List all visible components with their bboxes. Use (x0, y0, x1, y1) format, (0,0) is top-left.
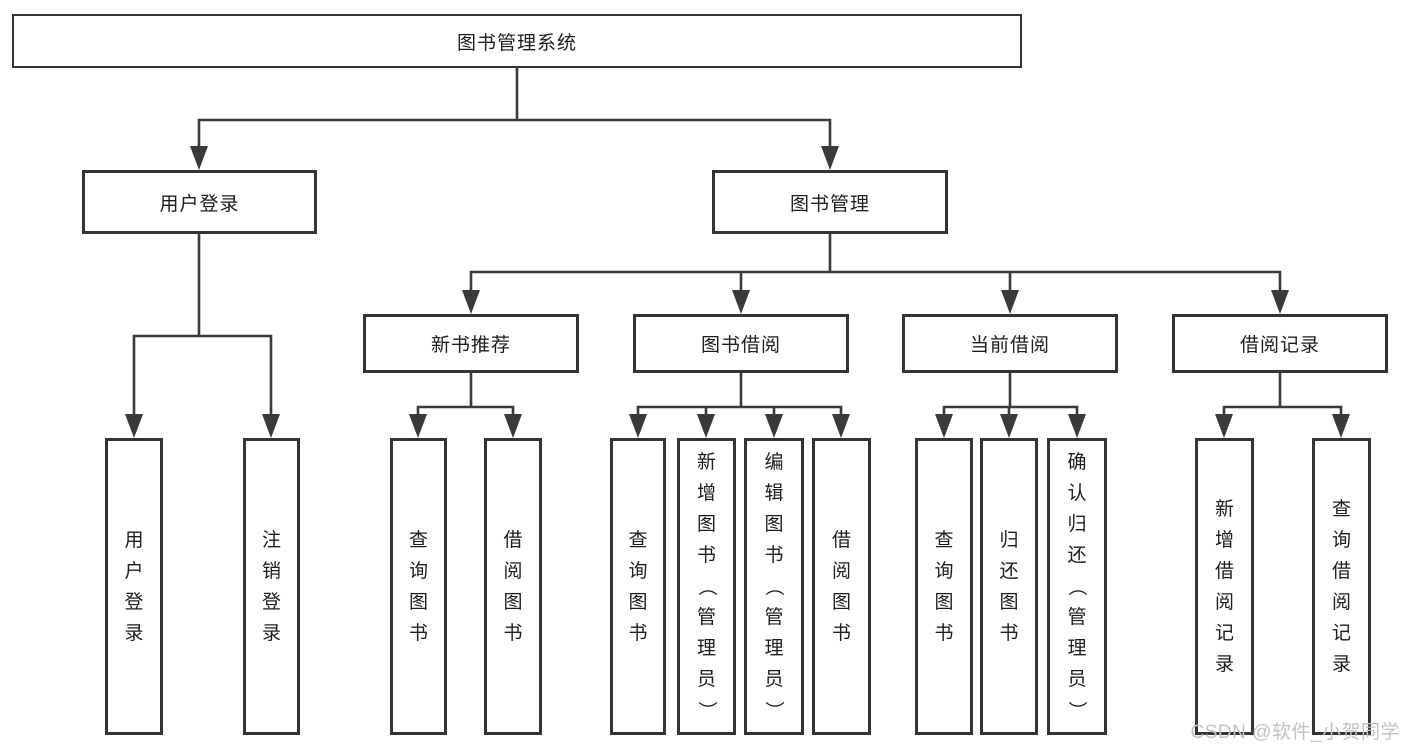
connector-book-borrow-branch (636, 371, 843, 424)
node-label: 查询图书 (408, 529, 428, 644)
node-root-system: 图书管理系统 (12, 14, 1022, 68)
node-borrow-record: 借阅记录 (1172, 314, 1388, 373)
node-current-borrow: 当前借阅 (902, 314, 1118, 373)
connector-new-book-branch (416, 371, 515, 424)
node-label: 确认归还（管理员） (1066, 452, 1088, 721)
leaf-user-login: 用户登录 (105, 438, 163, 735)
node-label: 用户登录 (124, 529, 144, 644)
node-label: 查询图书 (628, 529, 648, 644)
node-label: 图书管理系统 (456, 32, 577, 54)
node-label: 新增借阅记录 (1214, 498, 1234, 675)
arrowheads (125, 146, 1350, 438)
node-book-management: 图书管理 (712, 170, 948, 234)
node-label: 新书推荐 (430, 335, 511, 356)
node-label: 借阅图书 (503, 529, 523, 644)
connector-book-management-branch (469, 232, 1282, 298)
leaf-query-borrow-record: 查询借阅记录 (1312, 438, 1371, 735)
node-label: 注销登录 (261, 529, 281, 644)
leaf-edit-book-admin: 编辑图书（管理员） (744, 438, 804, 735)
node-book-borrow: 图书借阅 (633, 314, 849, 373)
node-label: 新增图书（管理员） (695, 452, 717, 721)
leaf-confirm-return-admin: 确认归还（管理员） (1047, 438, 1107, 735)
node-label: 借阅记录 (1239, 335, 1320, 356)
leaf-query-books-current: 查询图书 (915, 438, 973, 735)
leaf-borrow-books-recommend: 借阅图书 (484, 438, 542, 735)
leaf-add-book-admin: 新增图书（管理员） (677, 438, 736, 735)
node-label: 查询借阅记录 (1331, 498, 1351, 675)
node-label: 查询图书 (934, 529, 954, 644)
connector-user-login-branch (132, 232, 273, 422)
csdn-watermark: CSDN @软件_小贺同学 (1190, 722, 1400, 743)
node-label: 归还图书 (999, 529, 1019, 644)
leaf-borrow-books: 借阅图书 (812, 438, 871, 735)
leaf-query-books-borrow: 查询图书 (610, 438, 666, 735)
node-label: 用户登录 (159, 193, 240, 215)
node-new-book-recommend: 新书推荐 (363, 314, 579, 373)
node-user-login-group: 用户登录 (82, 170, 317, 234)
connector-root-branch (197, 66, 832, 154)
node-label: 图书管理 (789, 193, 870, 215)
node-label: 借阅图书 (831, 529, 851, 644)
connector-borrow-record-branch (1222, 371, 1343, 424)
node-label: 编辑图书（管理员） (763, 452, 785, 721)
leaf-logout: 注销登录 (243, 438, 300, 735)
node-label: 当前借阅 (969, 335, 1050, 356)
leaf-return-book: 归还图书 (980, 438, 1038, 735)
node-label: 图书借阅 (700, 335, 781, 356)
leaf-query-books-recommend: 查询图书 (390, 438, 447, 735)
leaf-add-borrow-record: 新增借阅记录 (1195, 438, 1254, 735)
